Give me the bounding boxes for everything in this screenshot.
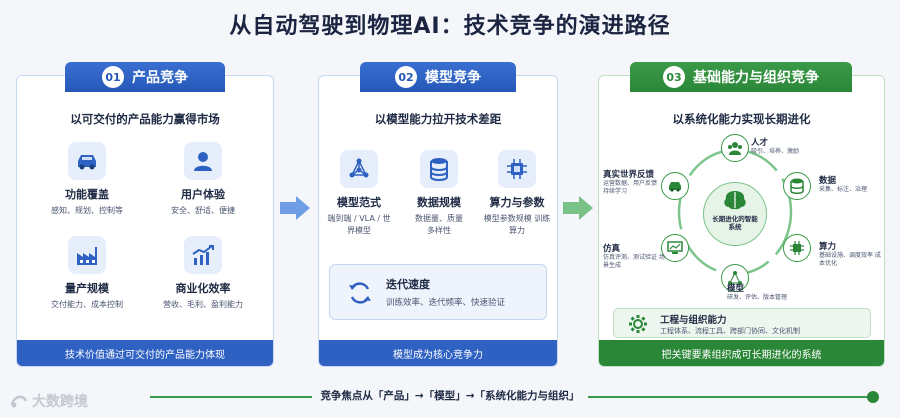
panel-3-number: 03 xyxy=(663,66,685,88)
panel-2-subtitle: 以模型能力拉开技术差距 xyxy=(374,112,502,126)
bottom-timeline: 竞争焦点从「产品」→「模型」→「系统化能力与组织」 xyxy=(0,386,900,406)
item-mass-production: 量产规模 交付能力、成本控制 xyxy=(37,236,137,311)
arrow-right-icon xyxy=(563,196,593,220)
panel-model-competition: 以模型能力拉开技术差距 模型范式 端到端 / VLA / 世界模型 数据规模 数… xyxy=(318,75,558,367)
item-desc: 安全、舒适、便捷 xyxy=(171,206,235,215)
iteration-desc: 训练效率、迭代频率、快速验证 xyxy=(386,298,506,308)
timeline-end-dot-icon xyxy=(867,391,879,403)
node-compute: 算力 基础设施、调度效率 成本优化 xyxy=(819,240,884,268)
refresh-icon xyxy=(349,282,371,304)
bottom-summary: 竞争焦点从「产品」→「模型」→「系统化能力与组织」 xyxy=(0,388,900,403)
engineering-org-box: 工程与组织能力 工程体系、流程工具、跨部门协同、文化机制 xyxy=(613,308,871,338)
brain-icon xyxy=(724,191,746,210)
arrow-right-icon xyxy=(280,196,310,220)
item-compute-params: 算力与参数 模型参数规模 训练算力 xyxy=(467,150,557,237)
gear-icon xyxy=(629,315,647,333)
panel-3-footer: 把关键要素组织成可长期进化的系统 xyxy=(599,340,884,366)
watermark-logo: 大数跨境 xyxy=(10,391,88,411)
iteration-label: 迭代速度 xyxy=(386,278,430,291)
panel-2-footer: 模型成为核心竞争力 xyxy=(319,340,557,366)
network-icon xyxy=(721,264,749,292)
item-model-paradigm: 模型范式 端到端 / VLA / 世界模型 xyxy=(319,150,409,237)
team-icon xyxy=(721,134,749,162)
panel-2-tab: 02 模型竞争 xyxy=(360,62,516,92)
item-desc: 数据量、质量 多样性 xyxy=(415,214,463,235)
car-icon xyxy=(68,142,106,180)
panel-3-subtitle: 以系统化能力实现长期进化 xyxy=(672,112,811,126)
node-label: 数据 xyxy=(819,176,837,186)
item-feature-coverage: 功能覆盖 感知、规划、控制等 xyxy=(37,142,137,217)
node-simulation: 仿真 仿真评测、测试验证 场景生成 xyxy=(603,242,665,270)
panel-1-tab: 01 产品竞争 xyxy=(65,62,225,92)
node-label: 真实世界反馈 xyxy=(603,170,655,180)
center-system: 长期进化的智能系统 xyxy=(703,182,767,246)
growth-chart-icon xyxy=(184,236,222,274)
logo-icon xyxy=(10,395,28,408)
item-label: 模型范式 xyxy=(337,196,381,209)
item-label: 功能覆盖 xyxy=(65,188,109,201)
item-label: 商业化效率 xyxy=(175,282,231,295)
monitor-icon xyxy=(661,234,689,262)
node-real-world-feedback: 真实世界反馈 运营数据、用户反馈 持续学习 xyxy=(603,168,661,196)
item-desc: 营收、毛利、盈利能力 xyxy=(163,300,243,309)
iteration-speed-box: 迭代速度 训练效率、迭代频率、快速验证 xyxy=(329,264,547,320)
node-desc: 运营数据、用户反馈 持续学习 xyxy=(603,180,658,195)
logo-text: 大数跨境 xyxy=(32,394,88,410)
panel-1-footer: 技术价值通过可交付的产品能力体现 xyxy=(17,340,273,366)
node-desc: 仿真评测、测试验证 场景生成 xyxy=(603,254,665,269)
node-desc: 研发、评估、版本管理 xyxy=(727,294,788,301)
node-label: 人才 xyxy=(751,138,769,148)
panel-1-subtitle: 以可交付的产品能力赢得市场 xyxy=(70,112,220,126)
item-user-experience: 用户体验 安全、舒适、便捷 xyxy=(153,142,253,217)
page-title: 从自动驾驶到物理AI：技术竞争的演进路径 xyxy=(229,14,671,39)
node-desc: 吸引、培养、激励 xyxy=(751,148,800,155)
factory-icon xyxy=(68,236,106,274)
item-commercial-efficiency: 商业化效率 营收、毛利、盈利能力 xyxy=(153,236,253,311)
panel-2-title: 模型竞争 xyxy=(425,70,481,86)
item-data-scale: 数据规模 数据量、质量 多样性 xyxy=(389,150,489,237)
node-model: 模型 研发、评估、版本管理 xyxy=(727,282,787,302)
node-talent: 人才 吸引、培养、激励 xyxy=(751,136,799,156)
item-desc: 端到端 / VLA / 世界模型 xyxy=(327,214,391,235)
engineering-desc: 工程体系、流程工具、跨部门协同、文化机制 xyxy=(660,327,800,335)
panel-1-number: 01 xyxy=(102,66,124,88)
node-label: 模型 xyxy=(727,284,745,294)
chip-icon xyxy=(783,234,811,262)
node-label: 算力 xyxy=(819,242,837,252)
panel-3-title: 基础能力与组织竞争 xyxy=(693,70,819,86)
item-label: 数据规模 xyxy=(417,196,461,209)
item-desc: 模型参数规模 训练算力 xyxy=(483,214,551,235)
node-desc: 采集、标注、治理 xyxy=(819,186,868,193)
network-icon xyxy=(340,150,378,188)
node-label: 仿真 xyxy=(603,244,621,254)
item-label: 算力与参数 xyxy=(489,196,545,209)
panel-3-tab: 03 基础能力与组织竞争 xyxy=(630,62,852,92)
chip-icon xyxy=(498,150,536,188)
car-icon xyxy=(661,172,689,200)
panel-product-competition: 以可交付的产品能力赢得市场 功能覆盖 感知、规划、控制等 用户体验 安全、舒适、… xyxy=(16,75,274,367)
center-label: 长期进化的智能系统 xyxy=(712,215,758,231)
user-icon xyxy=(184,142,222,180)
node-data: 数据 采集、标注、治理 xyxy=(819,174,867,194)
item-desc: 感知、规划、控制等 xyxy=(51,206,123,215)
node-desc: 基础设施、调度效率 成本优化 xyxy=(819,252,881,267)
database-icon xyxy=(783,172,811,200)
item-label: 用户体验 xyxy=(181,188,225,201)
database-icon xyxy=(420,150,458,188)
item-label: 量产规模 xyxy=(65,282,109,295)
bottom-summary-text: 竞争焦点从「产品」→「模型」→「系统化能力与组织」 xyxy=(312,390,588,402)
item-desc: 交付能力、成本控制 xyxy=(51,300,123,309)
engineering-label: 工程与组织能力 xyxy=(660,315,727,326)
panel-2-number: 02 xyxy=(395,66,417,88)
panel-foundation-organization: 以系统化能力实现长期进化 长期进化的智能系统 人才 吸引、培养、激励 数据 采集… xyxy=(598,75,885,367)
panel-1-title: 产品竞争 xyxy=(132,70,188,86)
